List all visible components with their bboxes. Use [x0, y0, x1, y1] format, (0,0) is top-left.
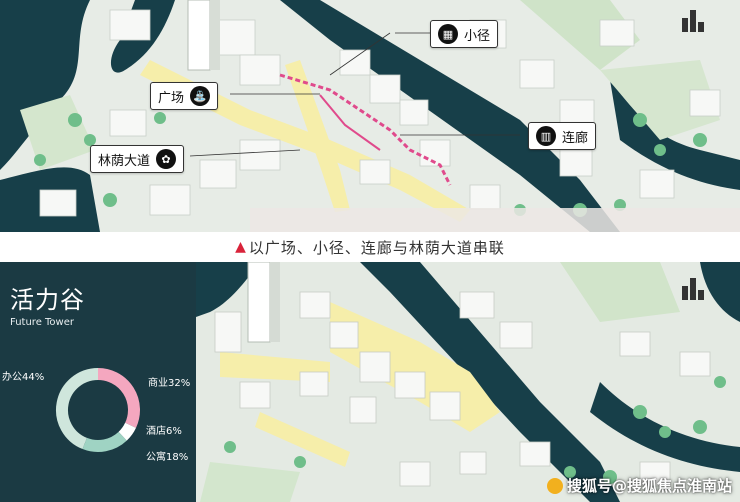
card-title: 活力谷 — [10, 286, 85, 314]
caption: ▲ 以广场、小径、连廊与林荫大道串联 — [0, 232, 740, 262]
gallery-callout: ▥ 连廊 — [528, 122, 597, 150]
bottom-map-illustration — [196, 262, 740, 502]
donut-svg — [56, 368, 140, 452]
building-logo-icon — [682, 8, 706, 32]
plaza-icon: ⛲ — [190, 86, 211, 106]
path-callout: ▦ 小径 — [430, 20, 499, 48]
path-icon: ▦ — [438, 24, 458, 44]
gallery-icon: ▥ — [536, 126, 556, 146]
donut-segment-1 — [97, 368, 140, 428]
caption-marker: ▲ — [235, 239, 246, 255]
donut-label-office: 办公44% — [2, 372, 45, 383]
donut-label-commercial: 商业32% — [148, 378, 191, 389]
vitality-valley-card: 活力谷 Future Tower 办公44% 商业32% 酒店6% 公寓18% — [0, 262, 196, 502]
gallery-label: 连廊 — [562, 130, 589, 146]
plaza-callout: 广场 ⛲ — [150, 82, 219, 110]
boulevard-label: 林荫大道 — [98, 153, 151, 169]
top-map-panel: 广场 ⛲ ▦ 小径 ▥ 连廊 林荫大道 ✿ — [0, 0, 740, 232]
donut-label-hotel: 酒店6% — [146, 426, 182, 437]
donut-segment-2 — [118, 422, 137, 441]
plaza-label: 广场 — [158, 90, 185, 106]
path-label: 小径 — [464, 28, 491, 44]
donut-label-apartment: 公寓18% — [146, 452, 189, 463]
caption-text: 以广场、小径、连廊与林荫大道串联 — [248, 238, 505, 257]
sohu-logo-icon — [546, 477, 563, 494]
watermark-text: 搜狐号@搜狐焦点淮南站 — [566, 477, 732, 495]
donut-segment-0 — [56, 368, 99, 450]
bottom-corner-logo — [682, 276, 706, 300]
donut-segment-3 — [82, 431, 127, 452]
boulevard-callout: 林荫大道 ✿ — [90, 145, 185, 173]
boulevard-icon: ✿ — [156, 149, 177, 169]
building-logo-icon — [682, 276, 706, 300]
top-map-illustration — [0, 0, 740, 232]
bottom-map-panel: 活力谷 Future Tower 办公44% 商业32% 酒店6% 公寓18% … — [0, 262, 740, 502]
top-corner-logo — [682, 8, 706, 32]
sohu-watermark: 搜狐号@搜狐焦点淮南站 — [546, 475, 732, 496]
card-subtitle: Future Tower — [10, 317, 74, 328]
